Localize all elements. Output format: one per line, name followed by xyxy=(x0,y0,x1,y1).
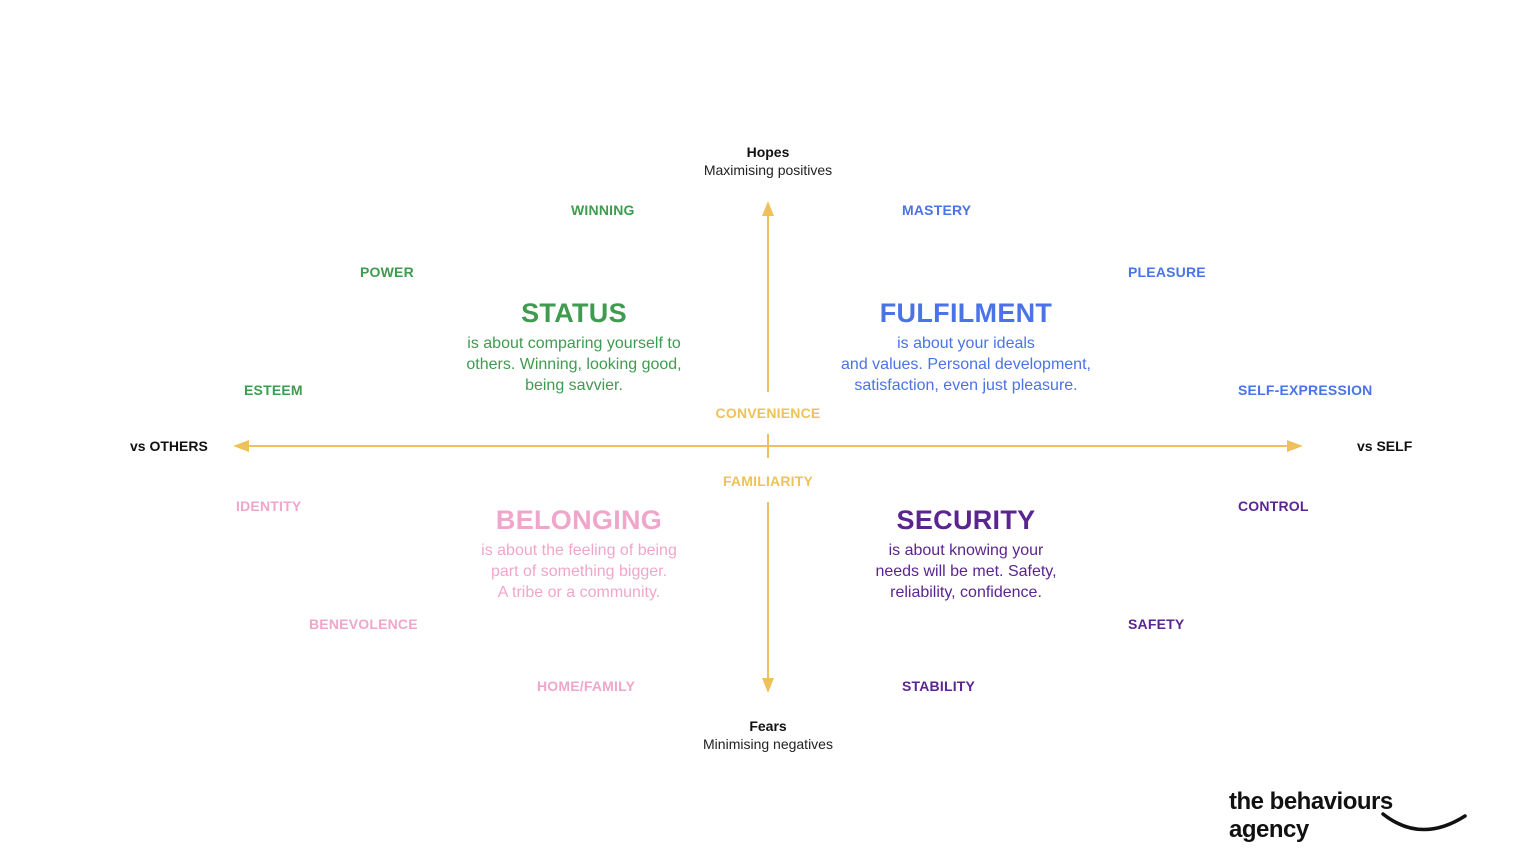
status-desc-line: is about comparing yourself to xyxy=(467,335,681,352)
motivator-self-expression: SELF-EXPRESSION xyxy=(1238,382,1373,398)
belonging-description: is about the feeling of being part of so… xyxy=(481,540,677,603)
fulfilment-desc-line: and values. Personal development, xyxy=(841,356,1091,373)
arrow-down-icon xyxy=(762,678,774,693)
vs-others-label: vs OTHERS xyxy=(130,438,208,454)
fulfilment-description: is about your ideals and values. Persona… xyxy=(841,333,1091,396)
security-description: is about knowing your needs will be met.… xyxy=(875,540,1056,603)
brand-logo-text: the behaviours agency xyxy=(1229,788,1393,843)
vs-self-label: vs SELF xyxy=(1357,438,1413,454)
fulfilment-desc-line: satisfaction, even just pleasure. xyxy=(854,377,1078,394)
motivator-power: POWER xyxy=(360,264,414,280)
security-desc-line: reliability, confidence. xyxy=(890,584,1042,601)
hopes-label: Hopes Maximising positives xyxy=(704,144,832,178)
belonging-desc-line: part of something bigger. xyxy=(490,563,668,580)
motivator-home-family: HOME/FAMILY xyxy=(537,678,636,694)
hopes-subtitle: Maximising positives xyxy=(703,162,833,178)
motivator-benevolence: BENEVOLENCE xyxy=(309,616,418,632)
motivator-identity: IDENTITY xyxy=(236,498,302,514)
motivator-esteem: ESTEEM xyxy=(244,382,303,398)
security-quadrant: SECURITY is about knowing your needs wil… xyxy=(875,505,1056,603)
status-description: is about comparing yourself to others. W… xyxy=(466,333,681,396)
motivator-stability: STABILITY xyxy=(902,678,976,694)
status-desc-line: being savvier. xyxy=(525,377,623,394)
fears-label: Fears Minimising negatives xyxy=(703,718,833,752)
fears-subtitle: Minimising negatives xyxy=(703,736,833,752)
fears-title: Fears xyxy=(749,718,787,734)
security-desc-line: is about knowing your xyxy=(888,542,1044,559)
motivator-pleasure: PLEASURE xyxy=(1128,264,1206,280)
fulfilment-title: FULFILMENT xyxy=(879,298,1053,328)
arrow-right-icon xyxy=(1287,440,1303,452)
status-title: STATUS xyxy=(521,298,627,328)
arrow-left-icon xyxy=(233,440,249,452)
arrow-up-icon xyxy=(762,201,774,216)
belonging-quadrant: BELONGING is about the feeling of being … xyxy=(481,505,677,603)
fulfilment-quadrant: FULFILMENT is about your ideals and valu… xyxy=(841,298,1091,396)
security-desc-line: needs will be met. Safety, xyxy=(875,563,1057,580)
belonging-title: BELONGING xyxy=(495,505,663,535)
status-quadrant: STATUS is about comparing yourself to ot… xyxy=(466,298,681,396)
convenience-label: CONVENIENCE xyxy=(715,405,821,421)
fulfilment-desc-line: is about your ideals xyxy=(897,335,1035,352)
security-title: SECURITY xyxy=(896,505,1036,535)
familiarity-label: FAMILIARITY xyxy=(722,473,814,489)
status-desc-line: others. Winning, looking good, xyxy=(466,356,682,373)
motivator-mastery: MASTERY xyxy=(902,202,972,218)
brand-logo: the behaviours agency xyxy=(1229,788,1474,843)
hopes-title: Hopes xyxy=(746,144,790,160)
motivator-winning: WINNING xyxy=(571,202,635,218)
smile-icon xyxy=(1381,812,1467,832)
motivator-control: CONTROL xyxy=(1238,498,1309,514)
belonging-desc-line: is about the feeling of being xyxy=(481,542,677,559)
motivator-safety: SAFETY xyxy=(1128,616,1185,632)
belonging-desc-line: A tribe or a community. xyxy=(497,584,661,601)
